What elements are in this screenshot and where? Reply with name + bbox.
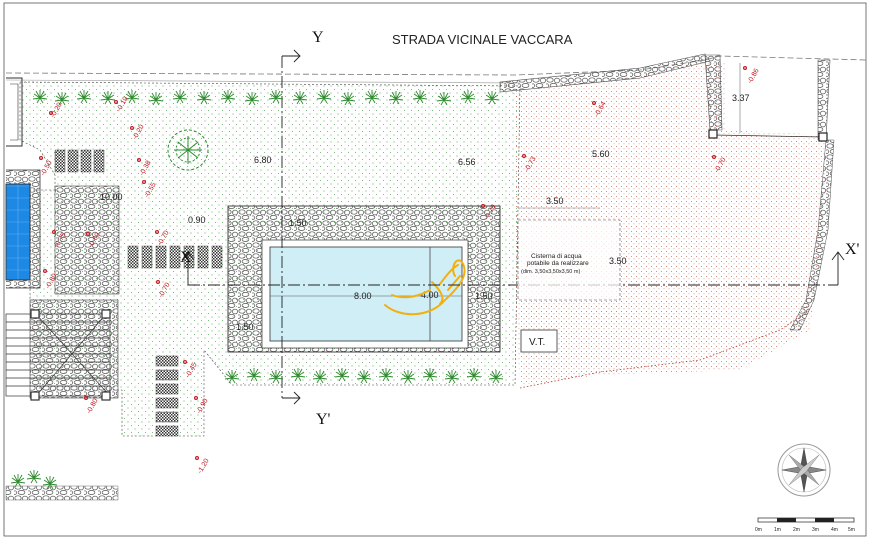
left-paving [54, 185, 120, 295]
cistern-line1: Cisterna di acqua [531, 253, 582, 260]
dim-090: 0.90 [188, 215, 206, 225]
vt-box [520, 329, 558, 353]
cistern [517, 219, 621, 301]
dim-337: 3.37 [732, 93, 750, 103]
dim-1000: 10.00 [100, 192, 123, 202]
section-y-top: Y [312, 29, 324, 46]
dim-350-top: 3.50 [546, 196, 564, 206]
plot-outline [708, 63, 828, 142]
scale-labels: 0m 1m 2m 3m 4m 5m [755, 527, 855, 533]
dim-560: 5.60 [592, 149, 610, 159]
dim-150-top: 1.50 [289, 218, 307, 228]
stone-wall-2 [704, 54, 723, 131]
orange-annotation [384, 259, 466, 316]
scale-label-1: 1m [774, 527, 781, 533]
dim-680: 6.80 [254, 155, 272, 165]
section-x-right: X' [845, 241, 860, 258]
stepping-stones [54, 149, 223, 437]
stone-wall-right [789, 139, 835, 331]
left-building [5, 77, 41, 289]
tree [167, 129, 209, 171]
vt-label: V.T. [529, 337, 545, 348]
path-bottom-left [5, 485, 119, 501]
scale-label-0: 0m [755, 527, 762, 533]
section-lines [181, 49, 845, 405]
cistern-line3: (dim. 3,50x3,50x3,50 m) [521, 269, 580, 275]
section-x-left: X [180, 249, 192, 266]
earth-border [519, 309, 811, 389]
earth-area-lower [520, 300, 720, 385]
scale-label-2: 2m [793, 527, 800, 533]
dim-656: 6.56 [458, 157, 476, 167]
pergola [5, 309, 111, 401]
scale-bar [757, 517, 855, 523]
cistern-line2: potabile da realizzare [527, 260, 589, 267]
dim-150-left: 1.50 [236, 322, 254, 332]
dim-150-right: 1.50 [475, 291, 493, 301]
section-y-bottom: Y' [316, 411, 331, 428]
dim-400: 4.00 [421, 290, 439, 300]
dim-350-side: 3.50 [609, 256, 627, 266]
scale-label-4: 4m [831, 527, 838, 533]
scale-label-5: 5m [848, 527, 855, 533]
scale-label-3: 3m [812, 527, 819, 533]
compass-rose [777, 443, 831, 497]
road-name: STRADA VICINALE VACCARA [392, 32, 573, 47]
